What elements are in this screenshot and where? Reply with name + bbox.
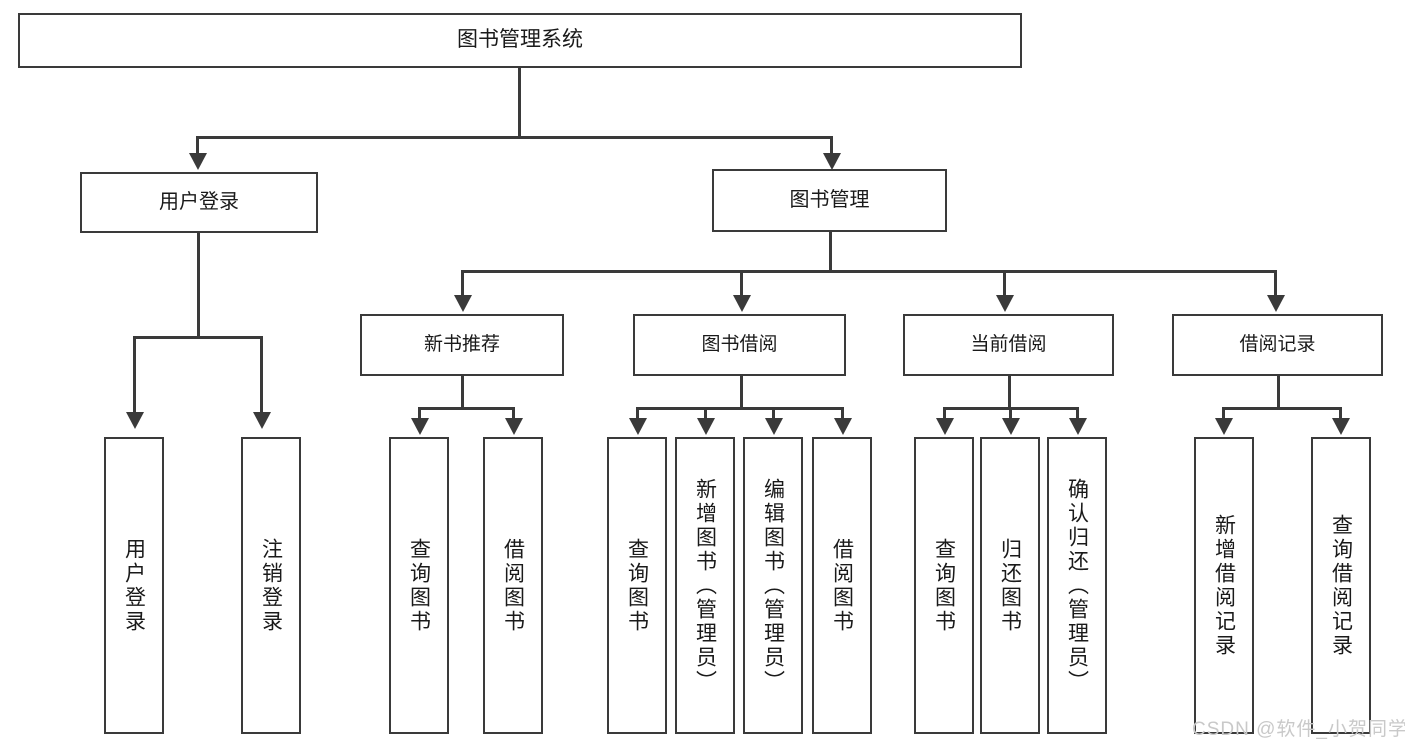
connector-to-book-manage	[830, 136, 833, 156]
node-label: 图书管理	[789, 188, 870, 211]
node-book-borrow[interactable]: 图书借阅	[633, 314, 846, 376]
connector-borrow-record-drop-1	[1222, 407, 1225, 420]
connector-user-login-stem	[197, 233, 200, 336]
node-label: 图书管理系统	[457, 28, 583, 52]
connector-to-user-login	[196, 136, 199, 156]
leaf-logout[interactable]: 注销登录	[241, 437, 301, 734]
node-label: 归还图书	[998, 537, 1022, 634]
connector-tier2-drop-3	[1003, 270, 1006, 295]
leaf-query-book-recommend[interactable]: 查询图书	[389, 437, 449, 734]
connector-tier2-drop-2	[740, 270, 743, 295]
connector-book-manage-stem	[829, 232, 832, 270]
node-book-management[interactable]: 图书管理	[712, 169, 947, 232]
connector-book-borrow-drop-2	[704, 407, 707, 420]
node-current-borrow[interactable]: 当前借阅	[903, 314, 1114, 376]
leaf-query-book-borrow[interactable]: 查询图书	[607, 437, 667, 734]
node-label: 借阅记录	[1239, 333, 1316, 355]
leaf-borrow-book[interactable]: 借阅图书	[812, 437, 872, 734]
connector-borrow-record-stem	[1277, 376, 1280, 407]
watermark-credit: CSDN @软件_小贺同学	[1192, 719, 1405, 740]
node-label: 查询借阅记录	[1329, 513, 1353, 658]
arrow-leaf-query-book-b	[629, 418, 647, 435]
leaf-user-login[interactable]: 用户登录	[104, 437, 164, 734]
connector-book-borrow-stem	[740, 376, 743, 407]
node-label: 图书借阅	[701, 333, 778, 355]
arrow-leaf-add-record	[1215, 418, 1233, 435]
arrow-leaf-add-book	[697, 418, 715, 435]
node-label: 用户登录	[159, 190, 239, 213]
arrow-leaf-borrow-book-b	[834, 418, 852, 435]
node-borrow-record[interactable]: 借阅记录	[1172, 314, 1383, 376]
leaf-return-book[interactable]: 归还图书	[980, 437, 1040, 734]
connector-new-book-drop-2	[512, 407, 515, 420]
connector-book-borrow-drop-4	[841, 407, 844, 420]
node-label: 借阅图书	[501, 537, 525, 634]
arrow-to-book-manage	[823, 153, 841, 170]
connector-root-bar	[196, 136, 833, 139]
node-user-login[interactable]: 用户登录	[80, 172, 318, 233]
node-root-system[interactable]: 图书管理系统	[18, 13, 1022, 68]
connector-user-login-drop-2	[260, 336, 263, 412]
connector-tier2-bar	[461, 270, 1277, 273]
node-label: 查询图书	[625, 537, 649, 634]
arrow-tier2-book-borrow	[733, 295, 751, 312]
connector-book-borrow-drop-1	[636, 407, 639, 420]
connector-new-book-drop-1	[418, 407, 421, 420]
arrow-leaf-user-login	[126, 412, 144, 429]
node-label: 查询图书	[932, 537, 956, 634]
node-label: 新增借阅记录	[1212, 513, 1236, 658]
node-label: 新增图书（管理员）	[693, 477, 717, 694]
connector-current-borrow-stem	[1008, 376, 1011, 407]
leaf-confirm-return-admin[interactable]: 确认归还（管理员）	[1047, 437, 1107, 734]
node-label: 用户登录	[122, 537, 146, 634]
node-label: 借阅图书	[830, 537, 854, 634]
leaf-edit-book-admin[interactable]: 编辑图书（管理员）	[743, 437, 803, 734]
arrow-leaf-query-book-a	[411, 418, 429, 435]
connector-new-book-stem	[461, 376, 464, 407]
node-label: 查询图书	[407, 537, 431, 634]
connector-root-stem	[518, 68, 521, 136]
arrow-leaf-query-record	[1332, 418, 1350, 435]
leaf-add-borrow-record[interactable]: 新增借阅记录	[1194, 437, 1254, 734]
connector-book-borrow-drop-3	[772, 407, 775, 420]
node-label: 确认归还（管理员）	[1065, 477, 1089, 694]
node-label: 编辑图书（管理员）	[761, 477, 785, 694]
leaf-query-borrow-record[interactable]: 查询借阅记录	[1311, 437, 1371, 734]
connector-tier2-drop-1	[461, 270, 464, 295]
node-new-book-recommend[interactable]: 新书推荐	[360, 314, 564, 376]
leaf-borrow-book-recommend[interactable]: 借阅图书	[483, 437, 543, 734]
arrow-tier2-borrow-record	[1267, 295, 1285, 312]
connector-borrow-record-drop-2	[1339, 407, 1342, 420]
arrow-leaf-query-book-c	[936, 418, 954, 435]
node-label: 新书推荐	[423, 333, 500, 355]
leaf-query-book-current[interactable]: 查询图书	[914, 437, 974, 734]
connector-tier2-drop-4	[1274, 270, 1277, 295]
leaf-add-book-admin[interactable]: 新增图书（管理员）	[675, 437, 735, 734]
connector-user-login-bar	[133, 336, 263, 339]
connector-book-borrow-bar	[636, 407, 844, 410]
connector-new-book-bar	[418, 407, 515, 410]
arrow-leaf-confirm-return	[1069, 418, 1087, 435]
connector-current-borrow-drop-1	[943, 407, 946, 420]
connector-current-borrow-drop-2	[1009, 407, 1012, 420]
node-label: 注销登录	[259, 537, 283, 634]
arrow-tier2-current-borrow	[996, 295, 1014, 312]
connector-user-login-drop-1	[133, 336, 136, 412]
connector-borrow-record-bar	[1222, 407, 1341, 410]
arrow-to-user-login	[189, 153, 207, 170]
arrow-leaf-return-book	[1002, 418, 1020, 435]
node-label: 当前借阅	[970, 333, 1047, 355]
connector-current-borrow-drop-3	[1076, 407, 1079, 420]
arrow-leaf-edit-book	[765, 418, 783, 435]
arrow-tier2-new-book	[454, 295, 472, 312]
arrow-leaf-borrow-book-a	[505, 418, 523, 435]
arrow-leaf-logout	[253, 412, 271, 429]
